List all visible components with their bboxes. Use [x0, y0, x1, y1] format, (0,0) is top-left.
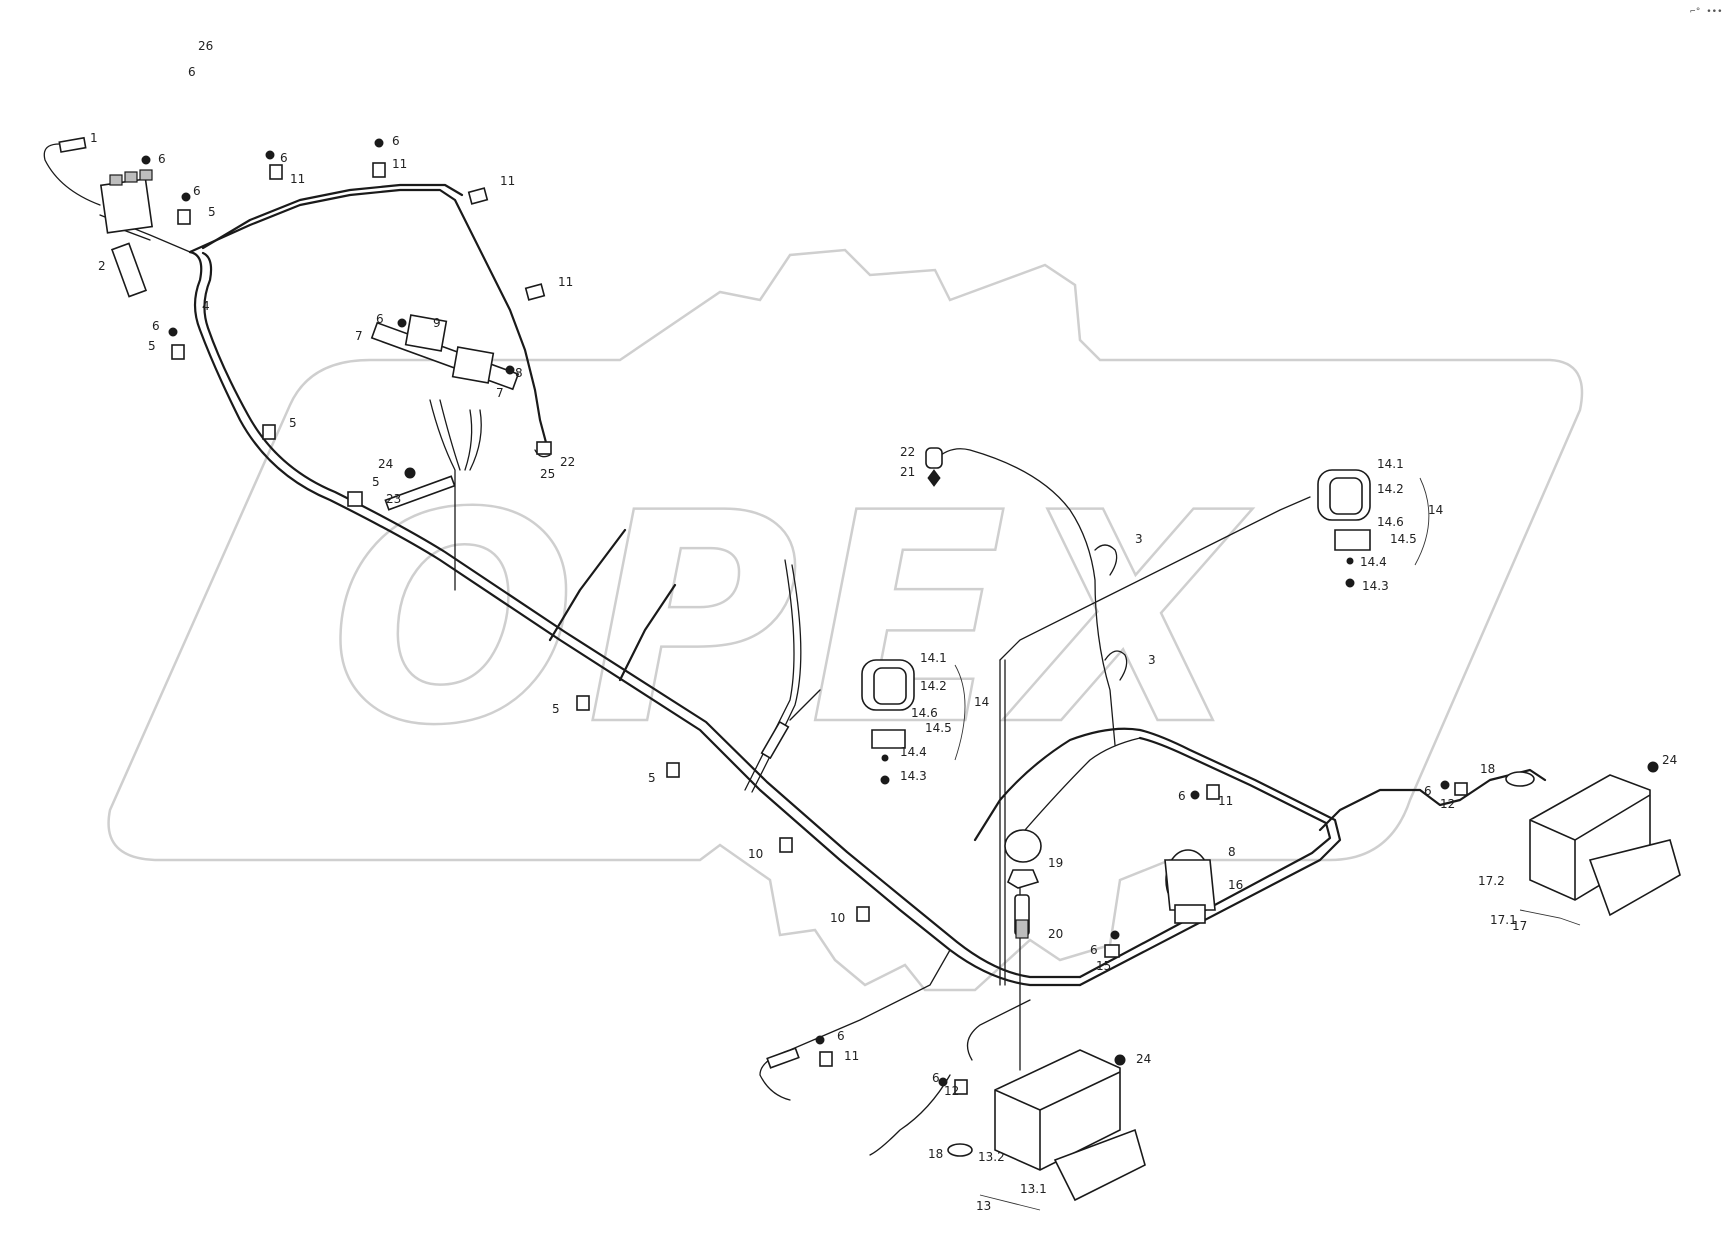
callout-label: 19: [1048, 856, 1063, 870]
callout-label: 24: [1136, 1052, 1151, 1066]
callout-label: 17.2: [1478, 874, 1505, 888]
fuse-block-left: [43, 136, 191, 298]
callout-label: 13: [976, 1199, 991, 1213]
callout-label: 25: [540, 467, 555, 481]
callout-label: 14.1: [920, 651, 947, 665]
callout-label: 14: [1428, 503, 1443, 517]
callout-label: 11: [1218, 794, 1233, 808]
callout-label: 15: [1096, 959, 1111, 973]
callout-label: 5: [552, 702, 560, 716]
callout-label: 3: [1135, 532, 1143, 546]
callout-label: 6: [932, 1071, 940, 1085]
main-harness: [188, 183, 1547, 987]
callout-label: 24: [378, 457, 393, 471]
callout-label: 14.3: [1362, 579, 1389, 593]
callout-label: 12: [944, 1084, 959, 1098]
callout-label: 24: [1662, 753, 1677, 767]
callout-label: 6: [376, 312, 384, 326]
callout-label: 5: [148, 339, 156, 353]
callout-label: 6: [392, 134, 400, 148]
callout-label: 17.1: [1490, 913, 1517, 927]
callout-label: 5: [208, 205, 216, 219]
callout-label: 23: [386, 492, 401, 506]
horn: [1164, 849, 1216, 924]
callout-label: 14.4: [900, 745, 927, 759]
callout-label: 22: [900, 445, 915, 459]
callout-label: 6: [188, 65, 196, 79]
callout-label: 8: [515, 366, 523, 380]
callout-label: 14.2: [920, 679, 947, 693]
callout-label: 11: [844, 1049, 859, 1063]
callout-label: 14.3: [900, 769, 927, 783]
callout-label: 4: [202, 299, 210, 313]
watermark-gear: OPEX: [107, 248, 1584, 992]
callout-label: 3: [1148, 653, 1156, 667]
callout-label: 6: [1090, 943, 1098, 957]
callout-label: 14.2: [1377, 482, 1404, 496]
leader-lines: [954, 477, 1581, 1211]
callout-label: 13.1: [1020, 1182, 1047, 1196]
callout-label: 11: [290, 172, 305, 186]
callout-label: 14.4: [1360, 555, 1387, 569]
callout-label: 16: [1228, 878, 1243, 892]
callout-label: 10: [830, 911, 845, 925]
callout-label: 10: [748, 847, 763, 861]
callout-label: 17: [1512, 919, 1527, 933]
callout-label: 6: [280, 151, 288, 165]
callout-label: 14: [974, 695, 989, 709]
callout-label: 9: [433, 316, 441, 330]
callout-label: 11: [558, 275, 573, 289]
callout-label: 6: [1178, 789, 1186, 803]
callout-label: 6: [152, 319, 160, 333]
callout-label: 6: [193, 184, 201, 198]
sensor-top: [925, 447, 943, 487]
callout-label: 2: [98, 259, 106, 273]
callout-label: 14.1: [1377, 457, 1404, 471]
work-lamp-right: [1317, 469, 1371, 588]
clamps: [168, 138, 1468, 1095]
callout-label: 21: [900, 465, 915, 479]
callout-label: 6: [1424, 784, 1432, 798]
callout-label: 22: [560, 455, 575, 469]
callout-label: 6: [158, 152, 166, 166]
callout-label: 14.6: [1377, 515, 1404, 529]
callout-label: 11: [500, 174, 515, 188]
callout-label: 13.2: [978, 1150, 1005, 1164]
callout-label: 6: [837, 1029, 845, 1043]
callout-label: 14.5: [1390, 532, 1417, 546]
buzzer: [1004, 829, 1042, 939]
callout-label: 26: [198, 39, 213, 53]
corner-mark: ⌐° •••: [1690, 7, 1722, 17]
callout-label: 5: [372, 475, 380, 489]
callout-label: 11: [392, 157, 407, 171]
branch-wires: [534, 441, 1311, 1156]
callout-label: 18: [1480, 762, 1495, 776]
callout-label: 1: [90, 131, 98, 145]
headlamp-left: [947, 1049, 1146, 1202]
callout-label: 5: [289, 416, 297, 430]
callout-label: 20: [1048, 927, 1063, 941]
headlamp-right: [1505, 761, 1681, 917]
callout-label: 14.6: [911, 706, 938, 720]
callout-label: 12: [1440, 797, 1455, 811]
work-lamp-left: [861, 659, 915, 785]
callout-label: 7: [355, 329, 363, 343]
callout-label: 14.5: [925, 721, 952, 735]
callout-label: 5: [648, 771, 656, 785]
callout-label: 8: [1228, 845, 1236, 859]
callout-label: 18: [928, 1147, 943, 1161]
relay-bracket: [370, 314, 520, 591]
callout-label: 7: [496, 386, 504, 400]
